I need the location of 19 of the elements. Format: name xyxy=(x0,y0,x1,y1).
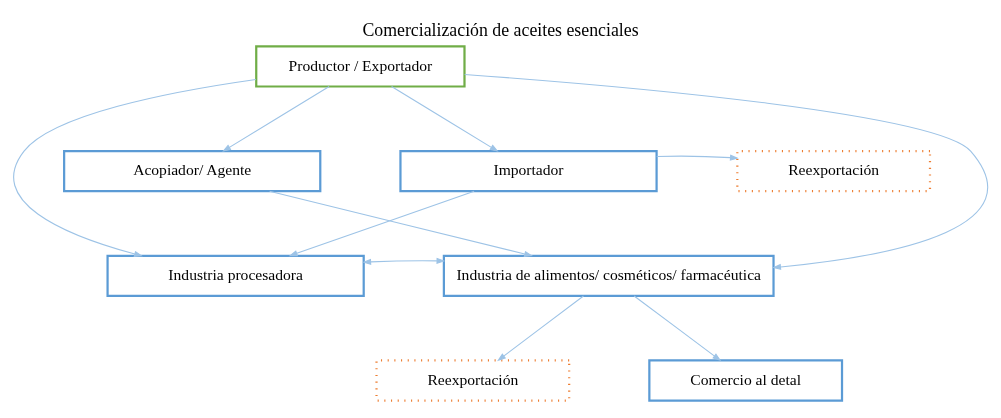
arrow xyxy=(288,190,475,257)
arrow xyxy=(497,295,585,362)
node-box: Comercio al detal xyxy=(648,359,844,402)
diagram-title: Comercialización de aceites esenciales xyxy=(362,20,639,41)
arrow xyxy=(13,78,257,257)
node-box: Industria de alimentos/ cosméticos/ farmacéutica xyxy=(442,254,775,297)
node-box: Reexportación xyxy=(375,359,571,402)
arrow xyxy=(362,257,446,266)
node-box: Acopiador/ Agente xyxy=(63,149,322,193)
node-box: Industria procesadora xyxy=(106,254,365,297)
arrow xyxy=(656,154,739,161)
arrow xyxy=(269,190,534,257)
node-box: Importador xyxy=(399,149,658,193)
node-box: Productor / Exportador xyxy=(255,45,466,88)
arrow xyxy=(464,73,989,270)
node-box: Reexportación xyxy=(736,149,932,193)
arrow xyxy=(633,295,722,362)
arrow xyxy=(222,86,330,152)
arrow xyxy=(391,86,499,152)
